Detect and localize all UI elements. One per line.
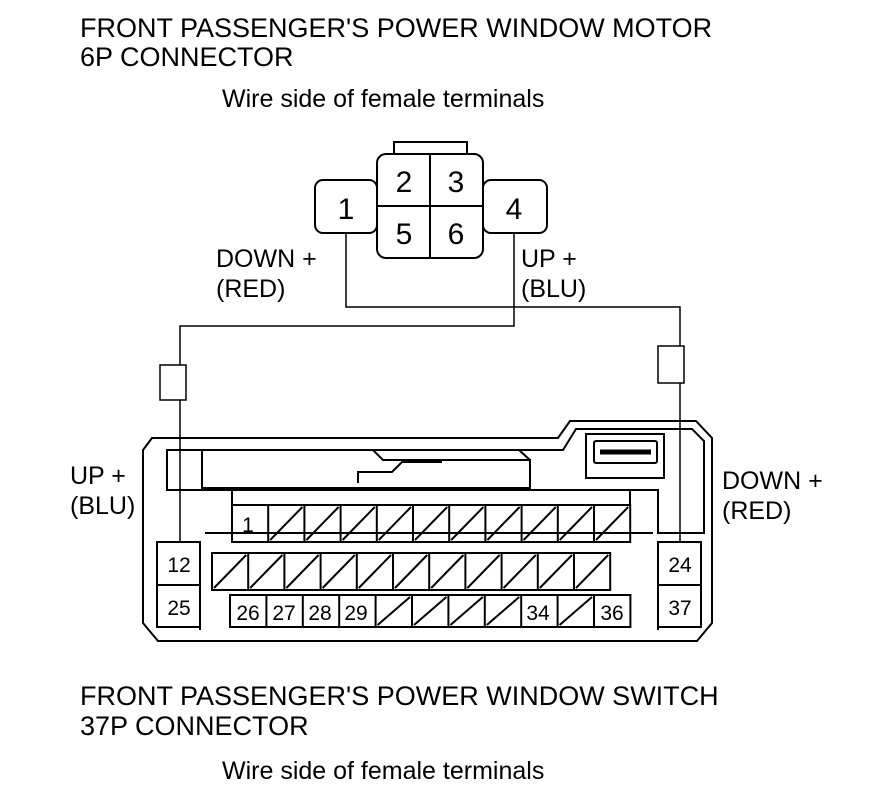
switch-pin-1: 1 [242,514,254,537]
wire-terminal-markers [159,345,685,401]
switch-pin-row-top [231,504,632,543]
top-row-cell-unused-slash [450,506,485,541]
wire-label-up-blu-left: UP + [70,462,126,490]
switch-pin-34: 34 [526,602,550,625]
wire-label-down-red-right: DOWN + [722,467,823,495]
mid-row-cell-unused-slash [466,554,501,589]
switch-connector-title: FRONT PASSENGER'S POWER WINDOW SWITCH [80,681,719,711]
switch-pin-28: 28 [308,602,331,625]
wire-label-down-red-top-color: (RED) [216,275,285,303]
switch-pin-29: 29 [344,602,367,625]
switch-pin-row-bottom [229,594,632,628]
wire-label-up-blu-left-color: (BLU) [70,492,135,520]
motor-pin-5: 5 [396,218,413,251]
motor-connector-subtitle: Wire side of female terminals [222,85,544,113]
top-row-cell-unused-slash [486,506,521,541]
switch-pin-27: 27 [272,602,295,625]
bottom-row-cell-unused-slash [413,596,448,626]
top-row-cell-unused-slash [522,506,557,541]
motor-connector-pin-count: 6P CONNECTOR [80,42,294,72]
bottom-row-cell-unused-slash [486,596,520,626]
wire-label-down-red-top: DOWN + [216,245,317,273]
mid-row-cell-unused-slash [575,554,609,589]
bottom-row-cell-frame [229,594,632,628]
bottom-row-cell-unused-slash [558,596,593,626]
mid-row-cell-unused-slash [358,554,392,589]
mid-row-cell-unused-slash [502,554,537,589]
switch-pin-25: 25 [167,597,190,620]
motor-pin-3: 3 [448,166,465,199]
mid-row-cell-unused-slash [539,554,573,589]
mid-row-cell-frame [211,552,612,591]
switch-connector-subtitle: Wire side of female terminals [222,757,544,785]
switch-pin-36: 36 [600,602,623,625]
top-row-cell-unused-slash [305,506,340,541]
top-row-cell-unused-slash [559,506,593,541]
mid-row-cell-unused-slash [285,554,320,589]
motor-pin-2: 2 [396,166,413,199]
top-row-cell-unused-slash [414,506,448,541]
top-row-cell-unused-slash [595,506,629,541]
wire-label-down-red-right-color: (RED) [722,497,791,525]
motor-pin-1: 1 [338,193,355,226]
top-row-cell-frame [231,504,632,543]
mid-row-cell-unused-slash [394,554,428,589]
wires [179,233,681,542]
motor-pin-4: 4 [506,193,523,226]
switch-pin-row-middle [211,552,612,591]
top-row-cell-unused-slash [341,506,376,541]
mid-row-cell-unused-slash [213,554,247,589]
mid-row-cell-unused-slash [249,554,284,589]
top-row-cell-unused-slash [269,506,304,541]
bottom-row-cell-unused-slash [449,596,484,626]
mid-row-cell-unused-slash [430,554,465,589]
wire-label-up-blu-top-color: (BLU) [521,275,586,303]
terminal-marker-up-blu [159,364,187,401]
motor-connector-title: FRONT PASSENGER'S POWER WINDOW MOTOR [80,13,712,43]
bottom-row-cell-unused-slash [376,596,411,626]
switch-pin-24: 24 [668,554,692,577]
switch-37p-connector [142,420,713,642]
top-row-cell-unused-slash [378,506,412,541]
switch-pin-37: 37 [668,597,691,620]
terminal-marker-down-red [657,345,685,384]
wire-down-red [345,233,681,346]
mid-row-cell-unused-slash [321,554,356,589]
wire-up-blu [179,233,515,365]
switch-pin-26: 26 [236,602,259,625]
switch-pin-12: 12 [167,554,190,577]
wire-label-up-blu-top: UP + [521,245,577,273]
motor-pin-6: 6 [448,218,465,251]
switch-connector-pin-count: 37P CONNECTOR [80,711,309,741]
